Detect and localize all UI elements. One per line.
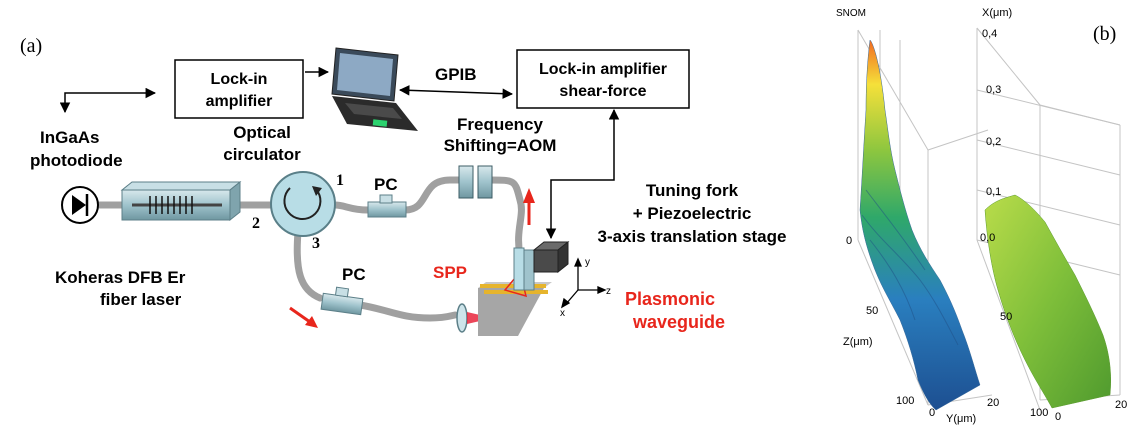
plasmonic-line2: waveguide xyxy=(632,312,725,332)
y-tick-left-20: 20 xyxy=(987,397,999,409)
gpib-connector xyxy=(398,85,514,99)
x-tick-03: 0,3 xyxy=(986,84,1001,96)
axis-x-label: x xyxy=(560,308,565,319)
spp-label: SPP xyxy=(433,263,467,282)
reference-surface xyxy=(984,194,1111,409)
x-tick-01: 0,1 xyxy=(986,186,1001,198)
red-arrow-up xyxy=(523,188,535,225)
x-tick-02: 0,2 xyxy=(986,136,1001,148)
photodiode-line2: photodiode xyxy=(30,151,123,170)
focusing-lens-icon xyxy=(456,303,480,333)
port-2-label: 2 xyxy=(252,215,260,232)
aom-icon xyxy=(458,165,493,199)
panel-a: (a) Lock-in amplifier GPIB Lock-in ampli… xyxy=(20,35,786,336)
panel-b: (b) xyxy=(836,7,1127,425)
lockin-right-line1: Lock-in amplifier xyxy=(539,61,667,78)
photodiode-icon xyxy=(61,186,99,224)
coordinate-axes xyxy=(560,257,607,309)
snom-label: SNOM xyxy=(836,8,866,19)
z-axis-title: Z(μm) xyxy=(843,336,873,348)
laptop-icon xyxy=(331,47,418,131)
z-tick-left-50: 50 xyxy=(866,305,878,317)
x-tick-00: 0,0 xyxy=(980,232,995,244)
laser-line1: Koheras DFB Er xyxy=(55,268,186,287)
optical-circulator-icon xyxy=(270,171,336,237)
circulator-line2: circulator xyxy=(223,145,301,164)
lockin-left-line2: amplifier xyxy=(206,93,273,110)
photodiode-line1: InGaAs xyxy=(40,128,100,147)
laser-line2: fiber laser xyxy=(100,290,182,309)
tuning-line1: Tuning fork xyxy=(646,181,739,200)
gpib-label: GPIB xyxy=(435,65,477,84)
pc-top-label: PC xyxy=(374,175,398,194)
lockin-photodiode-connector xyxy=(59,87,157,114)
lockin-right-line2: shear-force xyxy=(559,83,646,100)
axis-y-label: y xyxy=(585,257,590,268)
lockin-left-line1: Lock-in xyxy=(211,71,268,88)
y-axis-title: Y(μm) xyxy=(946,413,976,425)
lockin-amplifier-left: Lock-in amplifier xyxy=(174,59,304,119)
z-tick-right-100: 100 xyxy=(1030,407,1048,419)
pc-bottom-label: PC xyxy=(342,265,366,284)
polarization-controller-bottom-icon xyxy=(320,286,364,316)
dfb-laser-icon xyxy=(120,180,242,222)
frequency-line1: Frequency xyxy=(457,115,544,134)
shearforce-stage-connector xyxy=(545,108,620,240)
tuning-line2: + Piezoelectric xyxy=(633,204,752,223)
plasmonic-line1: Plasmonic xyxy=(625,289,715,309)
snom-surface-ridges xyxy=(861,189,959,346)
tuning-line3: 3-axis translation stage xyxy=(598,227,787,246)
port-3-label: 3 xyxy=(312,235,320,252)
axis-z-label: z xyxy=(606,286,611,297)
optical-fibers xyxy=(96,176,525,322)
x-tick-04: 0,4 xyxy=(982,28,997,40)
port-1-label: 1 xyxy=(336,172,344,189)
panel-b-label: (b) xyxy=(1093,23,1116,45)
y-tick-right-0: 0 xyxy=(1055,411,1061,423)
tuning-fork-stage-icon xyxy=(513,240,570,291)
circulator-line1: Optical xyxy=(233,123,291,142)
snom-surface xyxy=(859,39,981,411)
left-zero-tick: 0 xyxy=(846,235,852,247)
z-tick-left-100: 100 xyxy=(896,395,914,407)
panel-a-label: (a) xyxy=(20,35,42,57)
red-arrow-bottom xyxy=(289,306,318,328)
z-tick-right-50: 50 xyxy=(1000,311,1012,323)
lockin-amplifier-right: Lock-in amplifier shear-force xyxy=(516,49,690,109)
frequency-line2: Shifting=AOM xyxy=(444,136,557,155)
y-tick-left-0: 0 xyxy=(929,407,935,419)
x-axis-title: X(μm) xyxy=(982,7,1012,19)
polarization-controller-top-icon xyxy=(367,194,407,218)
y-tick-right-20: 20 xyxy=(1115,399,1127,411)
